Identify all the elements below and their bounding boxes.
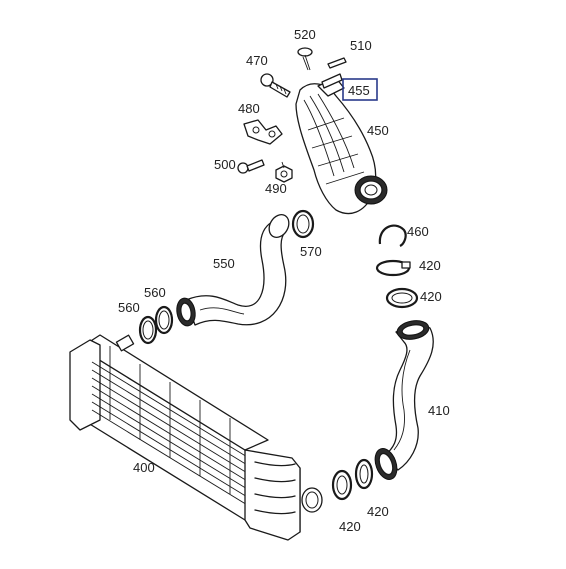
label-550: 550	[213, 256, 235, 271]
sensor-seal-455[interactable]	[321, 73, 343, 89]
label-420-lower-right: 420	[367, 504, 389, 519]
label-450: 450	[367, 123, 389, 138]
label-455: 455	[348, 83, 370, 98]
label-400: 400	[133, 460, 155, 475]
hose-550[interactable]	[175, 211, 293, 327]
clamp-420-lower-right[interactable]	[354, 458, 374, 490]
label-420-middle: 420	[420, 289, 442, 304]
label-460: 460	[407, 224, 429, 239]
hose-410[interactable]	[371, 318, 434, 482]
clamp-420-upper[interactable]	[375, 259, 411, 277]
screw-500[interactable]	[237, 159, 265, 174]
clamp-ring-560-b[interactable]	[138, 315, 158, 345]
clamp-ring-560-a[interactable]	[154, 305, 174, 335]
seal-ring-420-middle[interactable]	[385, 287, 419, 309]
nut-490[interactable]	[275, 161, 293, 183]
spring-clip-460[interactable]	[378, 224, 407, 247]
charge-air-duct-450[interactable]	[295, 77, 388, 215]
label-500: 500	[214, 157, 236, 172]
screw-470[interactable]	[260, 73, 291, 98]
seal-ring-420-lower-left[interactable]	[331, 469, 353, 501]
label-490: 490	[265, 181, 287, 196]
intercooler-400[interactable]	[69, 334, 323, 541]
bracket-480[interactable]	[243, 119, 283, 145]
clip-510[interactable]	[327, 57, 347, 69]
label-560-upper: 560	[144, 285, 166, 300]
label-560-lower: 560	[118, 300, 140, 315]
label-420-upper: 420	[419, 258, 441, 273]
label-570: 570	[300, 244, 322, 259]
label-420-lower-left: 420	[339, 519, 361, 534]
label-520: 520	[294, 27, 316, 42]
label-480: 480	[238, 101, 260, 116]
highlight-box-455	[342, 78, 378, 101]
seal-ring-570[interactable]	[291, 209, 315, 239]
label-470: 470	[246, 53, 268, 68]
label-410: 410	[428, 403, 450, 418]
screw-520[interactable]	[297, 47, 313, 71]
label-510: 510	[350, 38, 372, 53]
